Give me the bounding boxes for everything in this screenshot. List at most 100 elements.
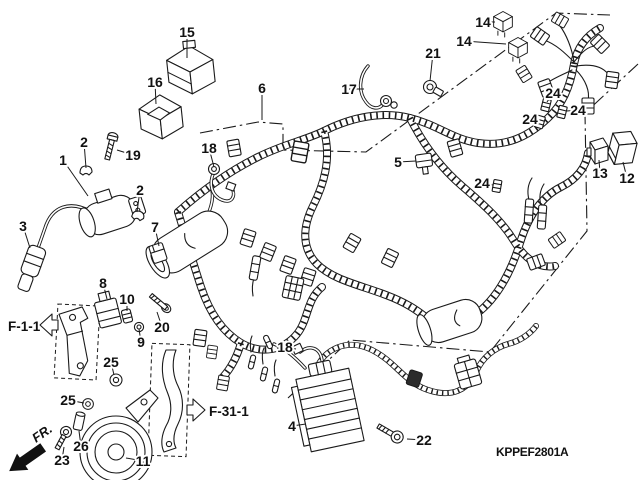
callout-leader <box>546 92 554 103</box>
washer-25 <box>109 373 123 387</box>
fr-label: FR. <box>29 421 55 445</box>
grommet-screw-21 <box>422 79 444 97</box>
callout-leader <box>22 225 31 249</box>
collar-26 <box>72 411 86 431</box>
callout-leader <box>529 118 540 122</box>
sensor-unit-8 <box>94 290 122 329</box>
regulator-sub-connector <box>405 369 423 388</box>
callout-leader <box>284 346 297 350</box>
bolt-22 <box>376 423 404 444</box>
callout-leader <box>622 161 628 179</box>
callout-23: 23 <box>54 452 70 468</box>
callout-leader <box>61 446 65 461</box>
callout-16: 16 <box>147 74 163 90</box>
callout-leader <box>136 189 141 213</box>
callout-19: 19 <box>125 147 141 163</box>
fuse-holder <box>536 204 548 230</box>
callout-leader <box>463 40 507 45</box>
callout-21: 21 <box>425 45 441 61</box>
horn <box>79 415 153 480</box>
relay-box-13 <box>586 137 609 165</box>
frame-ref-f311: F-31-1 <box>186 398 251 422</box>
callout-5: 5 <box>394 154 402 170</box>
callout-12: 12 <box>619 170 635 186</box>
harness-clip-5 <box>414 152 434 175</box>
callout-1: 1 <box>59 152 67 168</box>
callout-2: 2 <box>136 182 144 198</box>
callout-leader <box>481 182 494 186</box>
callout-leader <box>208 147 215 168</box>
callout-leader <box>78 430 82 447</box>
cdi-unit <box>145 210 229 279</box>
callout-4: 4 <box>288 418 296 434</box>
relay-box-12 <box>607 130 638 165</box>
callout-20: 20 <box>154 319 170 335</box>
regulator-connector <box>453 354 483 390</box>
callout-24: 24 <box>570 102 586 118</box>
spark-plug-cap <box>17 244 47 292</box>
frame-ref-label: F-31-1 <box>209 404 249 419</box>
callout-leader <box>67 399 85 404</box>
callout-11: 11 <box>136 453 151 469</box>
callout-24: 24 <box>545 85 561 101</box>
callout-3: 3 <box>19 218 27 234</box>
callout-leader <box>154 81 157 105</box>
frame-ref-f11: F-1-1 <box>7 313 59 337</box>
fuse-holder <box>523 198 535 224</box>
callout-leader <box>138 328 142 343</box>
callout-leader <box>83 141 87 169</box>
callout-25: 25 <box>103 354 119 370</box>
callout-leader <box>291 423 307 427</box>
direction-indicator: FR. <box>9 421 55 472</box>
relay-14-a <box>493 11 513 38</box>
callout-26: 26 <box>73 438 89 454</box>
bolt-23 <box>54 425 73 451</box>
pedal-bracket <box>161 349 184 453</box>
callout-8: 8 <box>99 275 107 291</box>
harness-connectors <box>192 11 620 394</box>
connector-7 <box>148 242 168 264</box>
callout-leader <box>397 160 417 163</box>
callout-22: 22 <box>416 432 432 448</box>
relay-14-b <box>508 37 528 64</box>
callout-24: 24 <box>474 175 490 191</box>
diagram-code: KPPEF2801A <box>496 445 569 459</box>
coil-clamp <box>79 165 93 176</box>
bracket-dashed-box <box>53 303 101 381</box>
callout-7: 7 <box>151 219 159 235</box>
callout-leader <box>154 226 160 247</box>
callout-25: 25 <box>60 392 76 408</box>
fr-arrow-icon <box>9 443 47 472</box>
callout-leader <box>566 109 579 112</box>
callout-24: 24 <box>522 111 538 127</box>
callout-14: 14 <box>475 14 491 30</box>
callout-leader <box>598 159 601 174</box>
coil-clamp <box>131 210 145 222</box>
wire-band-17 <box>358 64 398 110</box>
coil-bolt <box>104 132 119 161</box>
callout-9: 9 <box>137 334 145 350</box>
callout-leader <box>125 457 144 462</box>
callout-17: 17 <box>341 81 357 97</box>
callout-18: 18 <box>277 339 293 355</box>
callout-leader <box>110 361 115 376</box>
rubber-mount-10 <box>120 308 134 324</box>
washer-25 <box>82 398 94 410</box>
regulator-rectifier <box>290 359 365 453</box>
callout-leader <box>429 52 434 82</box>
callout-leader <box>116 149 134 156</box>
right-arrow-icon <box>186 398 206 422</box>
sub-wire-18-top <box>207 162 237 203</box>
frame-ref-label: F-1-1 <box>8 319 41 334</box>
relay-unit-15 <box>166 39 216 95</box>
callout-leader <box>156 311 163 328</box>
relay-cover-16 <box>138 94 184 140</box>
horn-bracket <box>125 389 159 423</box>
harness-canister <box>416 298 483 346</box>
callout-18: 18 <box>201 140 217 156</box>
left-arrow-icon <box>39 313 59 337</box>
callout-leader <box>62 159 89 197</box>
